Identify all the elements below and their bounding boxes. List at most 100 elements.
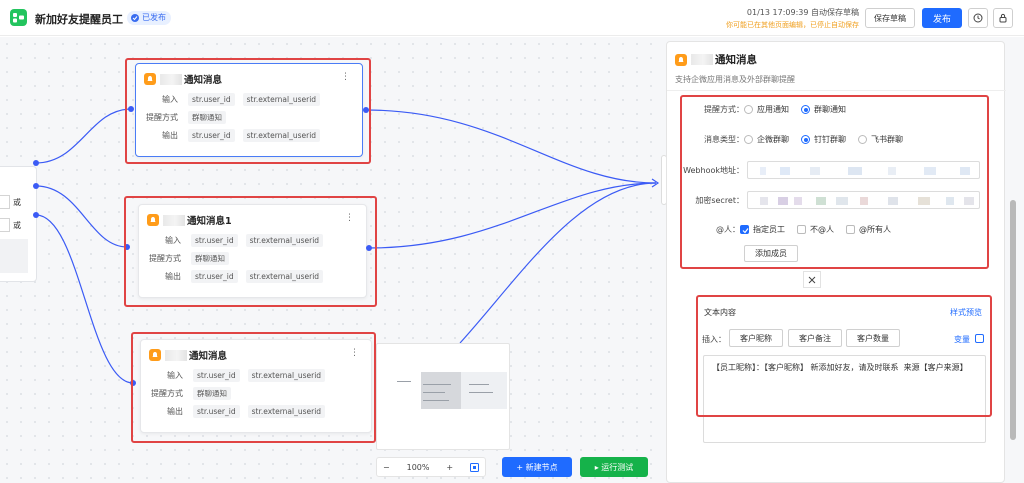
at-people-row: @人： 指定员工 不@人 @所有人 [716, 224, 891, 235]
text-content-textarea[interactable]: 【员工昵称】：【客户昵称】 新添加好友，请及时联系 来源【客户来源】 [703, 355, 986, 443]
output-port[interactable] [363, 107, 369, 113]
variable-tag: str.user_id [191, 269, 238, 283]
variable-tag: str.external_userid [242, 128, 321, 142]
secret-input[interactable] [747, 191, 980, 209]
style-preview-link[interactable]: 样式预览 [950, 308, 982, 317]
mode-tag: 群聊通知 [188, 110, 226, 124]
variable-tag: str.external_userid [245, 269, 324, 283]
insert-customer-count-button[interactable]: 客户数量 [846, 329, 900, 347]
variable-tag: str.user_id [191, 233, 238, 247]
or-label: 或 [13, 198, 21, 207]
radio-dingtalk-group[interactable]: 钉钉群聊 [801, 134, 846, 145]
variable-tag: str.external_userid [247, 404, 326, 418]
more-icon[interactable]: ⋮ [345, 213, 354, 223]
radio-feishu-group[interactable]: 飞书群聊 [858, 134, 903, 145]
checkbox-specified-staff[interactable]: 指定员工 [740, 224, 785, 235]
start-condition-input[interactable] [0, 195, 10, 209]
radio-group-notify[interactable]: 群聊通知 [801, 104, 846, 115]
output-port[interactable] [33, 183, 39, 189]
node-header: 通知消息1 [147, 213, 232, 227]
lock-button[interactable] [993, 8, 1013, 28]
radio-app-notify[interactable]: 应用通知 [744, 104, 789, 115]
zoom-in-button[interactable]: + [446, 462, 454, 472]
notify-node[interactable]: 通知消息 ⋮ 输入 str.user_id str.external_useri… [135, 63, 363, 157]
output-port[interactable] [33, 212, 39, 218]
node-title: 通知消息 [189, 351, 228, 362]
more-icon[interactable]: ⋮ [350, 348, 359, 358]
save-warning: 你可能已在其他页面编辑，已停止自动保存 [726, 21, 859, 29]
node-row-mode: 提醒方式 群聊通知 [141, 386, 239, 400]
redacted-name [165, 349, 187, 361]
new-node-button[interactable]: + 新建节点 [502, 457, 572, 477]
bell-icon [149, 349, 161, 361]
add-member-button[interactable]: 添加成员 [744, 245, 798, 262]
variable-tag: str.user_id [193, 368, 240, 382]
webhook-input[interactable] [747, 161, 980, 179]
start-condition-input[interactable] [0, 218, 10, 232]
panel-scrollbar-thumb[interactable] [1010, 200, 1016, 440]
node-row-output: 输出 str.user_id str.external_userid [136, 128, 328, 142]
insert-customer-remark-button[interactable]: 客户备注 [788, 329, 842, 347]
message-type-row: 消息类型： 企微群聊 钉钉群聊 飞书群聊 [704, 134, 903, 145]
zoom-level: 100% [406, 462, 430, 472]
notify-node[interactable]: 通知消息 ⋮ 输入 str.user_id str.external_useri… [140, 339, 372, 433]
bell-icon [675, 53, 687, 66]
checkbox-no-at[interactable]: 不@人 [797, 224, 834, 235]
close-button[interactable] [803, 271, 821, 288]
insert-customer-nickname-button[interactable]: 客户昵称 [729, 329, 783, 347]
close-icon [808, 276, 816, 283]
mode-tag: 群聊通知 [193, 386, 231, 400]
panel-title: 通知消息 [715, 54, 757, 66]
variable-tag: str.user_id [188, 92, 235, 106]
variable-tag: str.user_id [188, 128, 235, 142]
minimap-viewport [421, 372, 461, 409]
save-draft-button[interactable]: 保存草稿 [865, 8, 915, 28]
redacted-name [691, 54, 713, 65]
node-row-mode: 提醒方式 群聊通知 [139, 251, 237, 265]
redacted-name [160, 73, 182, 85]
highlight-box [125, 58, 371, 164]
notify-node[interactable]: 通知消息1 ⋮ 输入 str.user_id str.external_user… [138, 204, 367, 298]
text-content-label: 文本内容 [704, 308, 736, 317]
flow-canvas[interactable]: 或 或 通知消息 ⋮ 输入 str.user_id str.external_u… [0, 37, 664, 483]
highlight-box [124, 196, 377, 307]
history-button[interactable] [968, 8, 988, 28]
or-label: 或 [13, 221, 21, 230]
panel-subtitle: 支持企微应用消息及外部群聊提醒 [675, 75, 795, 84]
variable-icon[interactable] [975, 334, 984, 343]
node-row-output: 输出 str.user_id str.external_userid [141, 404, 333, 418]
top-bar: 新加好友提醒员工 已发布 01/13 17:09:39 自动保存草稿 你可能已在… [0, 0, 1024, 36]
checkbox-at-all[interactable]: @所有人 [846, 224, 891, 235]
more-icon[interactable]: ⋮ [341, 72, 350, 82]
node-row-output: 输出 str.user_id str.external_userid [139, 269, 331, 283]
highlight-box [696, 295, 992, 417]
input-port[interactable] [130, 380, 136, 386]
node-row-input: 输入 str.user_id str.external_userid [141, 368, 333, 382]
start-node[interactable]: 或 或 [0, 166, 37, 282]
variable-tag: str.user_id [193, 404, 240, 418]
radio-wecom-group[interactable]: 企微群聊 [744, 134, 789, 145]
status-badge: 已发布 [127, 11, 171, 25]
zoom-out-button[interactable]: − [383, 462, 390, 472]
node-row-input: 输入 str.user_id str.external_userid [136, 92, 328, 106]
mode-tag: 群聊通知 [191, 251, 229, 265]
webhook-label: Webhook地址： [683, 166, 744, 175]
minimap[interactable] [376, 343, 510, 450]
save-time: 01/13 17:09:39 自动保存草稿 [746, 8, 859, 17]
output-port[interactable] [366, 245, 372, 251]
node-header: 通知消息 [144, 72, 222, 86]
input-port[interactable] [128, 106, 134, 112]
fit-view-icon[interactable] [470, 462, 479, 472]
bell-icon [147, 214, 159, 226]
zoom-bar: − 100% + [376, 457, 486, 477]
variable-link[interactable]: 变量 [954, 335, 970, 344]
output-port[interactable] [33, 160, 39, 166]
run-test-button[interactable]: ▸ 运行测试 [580, 457, 648, 477]
start-condition-block [0, 239, 28, 273]
bell-icon [144, 73, 156, 85]
node-row-mode: 提醒方式 群聊通知 [136, 110, 234, 124]
clock-icon [973, 13, 983, 23]
publish-button[interactable]: 发布 [922, 8, 962, 28]
node-title: 通知消息1 [187, 216, 232, 227]
input-port[interactable] [124, 244, 130, 250]
